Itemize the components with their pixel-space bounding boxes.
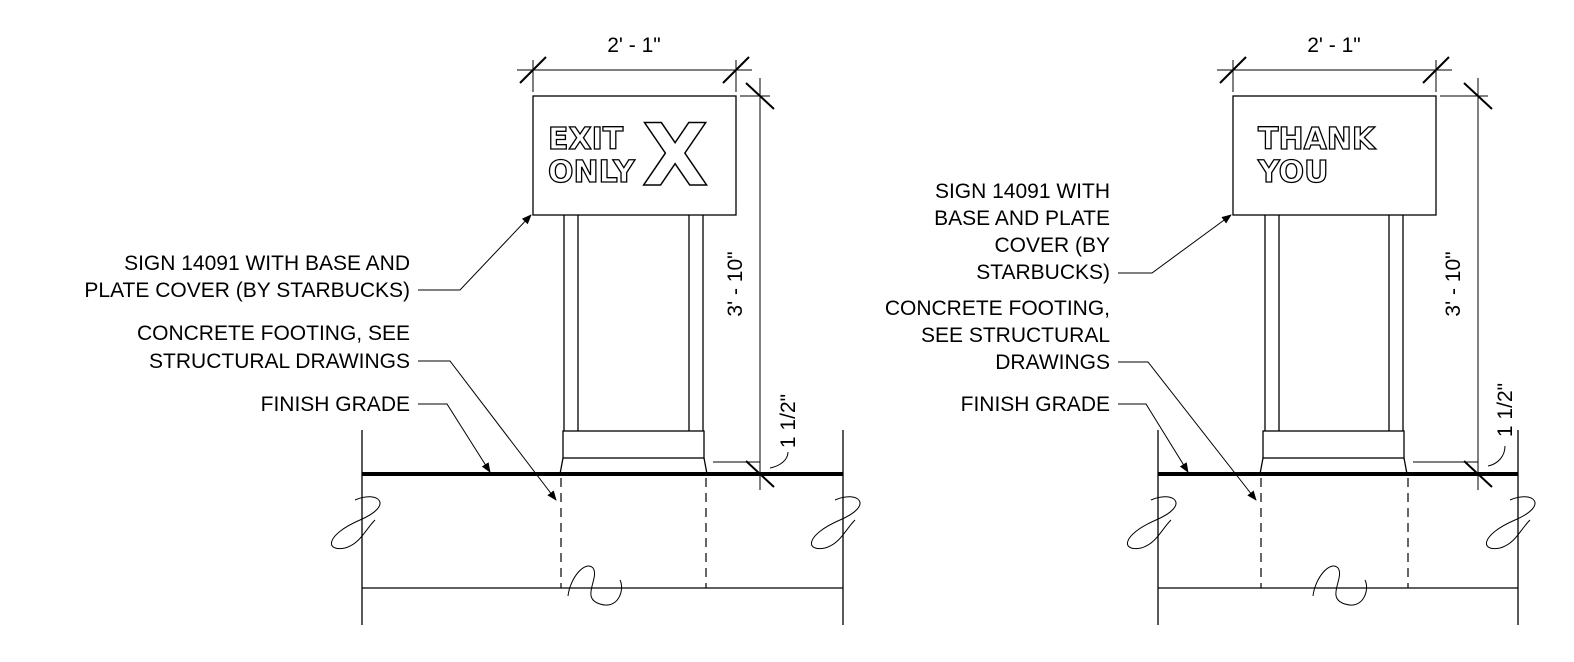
dim-offset-label: 1 1/2": [1494, 383, 1517, 437]
callout-grade-line-1: FINISH GRADE: [261, 393, 410, 416]
sign-base: [562, 430, 705, 459]
dimension-height: 3' - 10" 1 1/2": [1413, 78, 1517, 490]
dim-width-label: 2' - 1": [607, 34, 660, 57]
callout-sign-line-4: STARBUCKS): [976, 261, 1110, 284]
dimension-width: 2' - 1": [517, 34, 752, 92]
callout-sign-line-1: SIGN 14091 WITH: [935, 180, 1110, 203]
sign-assembly: THANK YOU: [1232, 95, 1437, 475]
dim-height-label: 3' - 10": [724, 251, 747, 316]
callout-footing-line-2: SEE STRUCTURAL: [921, 324, 1110, 347]
callout-grade: FINISH GRADE: [261, 393, 491, 473]
callout-grade-line-1: FINISH GRADE: [961, 393, 1110, 416]
sign-assembly: EXIT ONLY X: [532, 95, 737, 475]
break-mark-right: [1486, 496, 1536, 550]
sign-panel: [532, 95, 737, 216]
callout-footing-line-1: CONCRETE FOOTING, SEE: [137, 322, 410, 345]
sign-symbol: X: [642, 106, 708, 206]
sign-text-line-1: EXIT: [548, 122, 624, 157]
dim-offset-label: 1 1/2": [777, 394, 800, 448]
break-mark-left: [331, 496, 381, 550]
callout-footing: CONCRETE FOOTING, SEE STRUCTURAL DRAWING…: [885, 297, 1257, 501]
sign-panel: [1232, 95, 1437, 216]
break-mark-footing: [1312, 565, 1368, 606]
callout-footing-line-3: DRAWINGS: [995, 351, 1110, 374]
break-mark-left: [1127, 496, 1177, 550]
callout-grade: FINISH GRADE: [961, 393, 1189, 473]
callout-footing-line-1: CONCRETE FOOTING,: [885, 297, 1110, 320]
dimension-width: 2' - 1": [1217, 34, 1452, 92]
ground-section: [331, 430, 861, 625]
dim-width-label: 2' - 1": [1307, 34, 1360, 57]
sign-text-line-2: YOU: [1257, 155, 1329, 190]
detail-exit-only: EXIT ONLY X 2' - 1" 3' - 10" 1 1/2": [84, 34, 861, 625]
sign-text-line-1: THANK: [1258, 122, 1377, 157]
callout-sign: SIGN 14091 WITH BASE AND PLATE COVER (BY…: [84, 214, 532, 302]
detail-thank-you: THANK YOU 2' - 1" 3' - 10" 1 1/2" SIGN 1…: [885, 34, 1536, 625]
callout-sign-line-1: SIGN 14091 WITH BASE AND: [124, 252, 410, 275]
callout-footing-line-2: STRUCTURAL DRAWINGS: [149, 350, 410, 373]
callout-footing: CONCRETE FOOTING, SEE STRUCTURAL DRAWING…: [137, 322, 557, 501]
dimension-height: 3' - 10" 1 1/2": [713, 78, 800, 490]
sign-text-line-2: ONLY: [548, 155, 636, 190]
break-mark-right: [811, 496, 861, 550]
callout-sign-line-2: PLATE COVER (BY STARBUCKS): [84, 279, 410, 302]
callout-sign: SIGN 14091 WITH BASE AND PLATE COVER (BY…: [934, 180, 1232, 284]
sign-base: [1262, 430, 1405, 459]
dim-height-label: 3' - 10": [1442, 251, 1465, 316]
ground-section: [1127, 430, 1536, 625]
callout-sign-line-2: BASE AND PLATE: [934, 207, 1110, 230]
break-mark-footing: [567, 565, 623, 606]
callout-sign-line-3: COVER (BY: [994, 234, 1110, 257]
